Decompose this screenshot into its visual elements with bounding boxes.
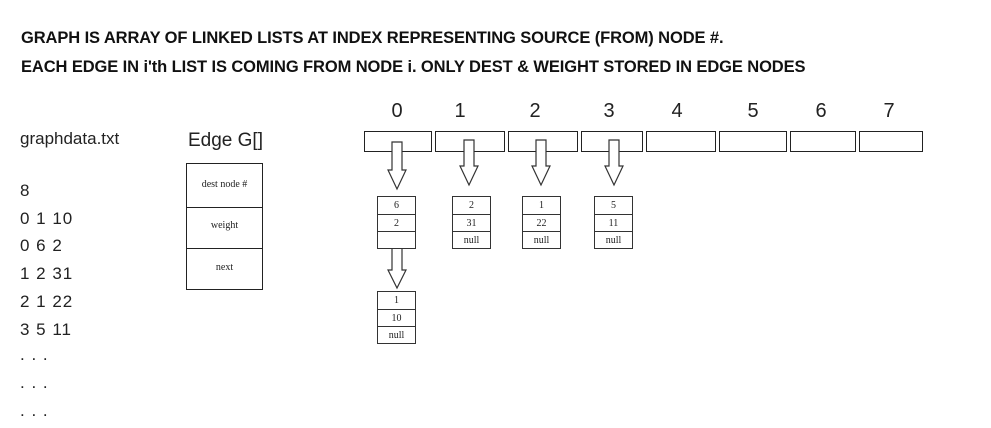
array-cell: [790, 131, 856, 152]
node-weight: 22: [523, 214, 560, 231]
legend-field-weight: weight: [210, 220, 239, 231]
node-dest: 1: [394, 295, 399, 306]
file-line: . . .: [20, 401, 49, 420]
down-arrow-icon: [387, 141, 407, 191]
legend-divider: [187, 207, 262, 208]
edge-node-0-1: 1 10 null: [377, 291, 416, 344]
node-weight: 10: [378, 309, 415, 326]
node-next: null: [378, 326, 415, 343]
down-arrow-icon: [531, 139, 551, 187]
file-title: graphdata.txt: [20, 129, 120, 148]
legend-field-next: next: [215, 262, 234, 273]
array-index-label: 0: [391, 100, 403, 122]
node-dest: 6: [394, 200, 399, 211]
file-line: 0 1 10: [20, 209, 74, 228]
node-next: null: [453, 231, 490, 248]
array-index-label: 7: [883, 100, 895, 122]
file-line: . . .: [20, 373, 49, 392]
node-dest: 1: [539, 200, 544, 211]
node-dest: 5: [611, 200, 616, 211]
node-next: [378, 231, 415, 248]
array-index-label: 1: [454, 100, 466, 122]
edge-node-0-6: 6 2: [377, 196, 416, 249]
node-next: null: [595, 231, 632, 248]
node-weight: 2: [378, 214, 415, 231]
edge-node-2-1: 1 22 null: [522, 196, 561, 249]
header-line-1: GRAPH IS ARRAY OF LINKED LISTS AT INDEX …: [21, 29, 724, 47]
node-weight: 31: [453, 214, 490, 231]
array-cell: [646, 131, 716, 152]
array-index-label: 6: [815, 100, 827, 122]
file-line: 0 6 2: [20, 236, 63, 255]
array-index-label: 5: [747, 100, 759, 122]
edge-legend-title: Edge G[]: [188, 130, 263, 151]
edge-node-1-2: 2 31 null: [452, 196, 491, 249]
down-arrow-icon: [459, 139, 479, 187]
array-index-label: 3: [603, 100, 615, 122]
edge-node-3-5: 5 11 null: [594, 196, 633, 249]
down-arrow-icon: [387, 245, 407, 290]
legend-divider: [187, 248, 262, 249]
down-arrow-icon: [604, 139, 624, 187]
node-next: null: [523, 231, 560, 248]
array-cell: [719, 131, 787, 152]
file-line: 8: [20, 181, 31, 200]
file-line: 1 2 31: [20, 264, 74, 283]
file-line: 2 1 22: [20, 292, 74, 311]
file-line: 3 5 11: [20, 320, 73, 339]
legend-field-dest: dest node #: [201, 179, 248, 190]
array-index-label: 2: [529, 100, 541, 122]
array-index-label: 4: [671, 100, 683, 122]
array-cell: [859, 131, 923, 152]
edge-node-legend: dest node # weight next: [186, 163, 263, 290]
header-line-2: EACH EDGE IN i'th LIST IS COMING FROM NO…: [21, 58, 806, 76]
node-weight: 11: [595, 214, 632, 231]
file-line: . . .: [20, 345, 49, 364]
node-dest: 2: [469, 200, 474, 211]
